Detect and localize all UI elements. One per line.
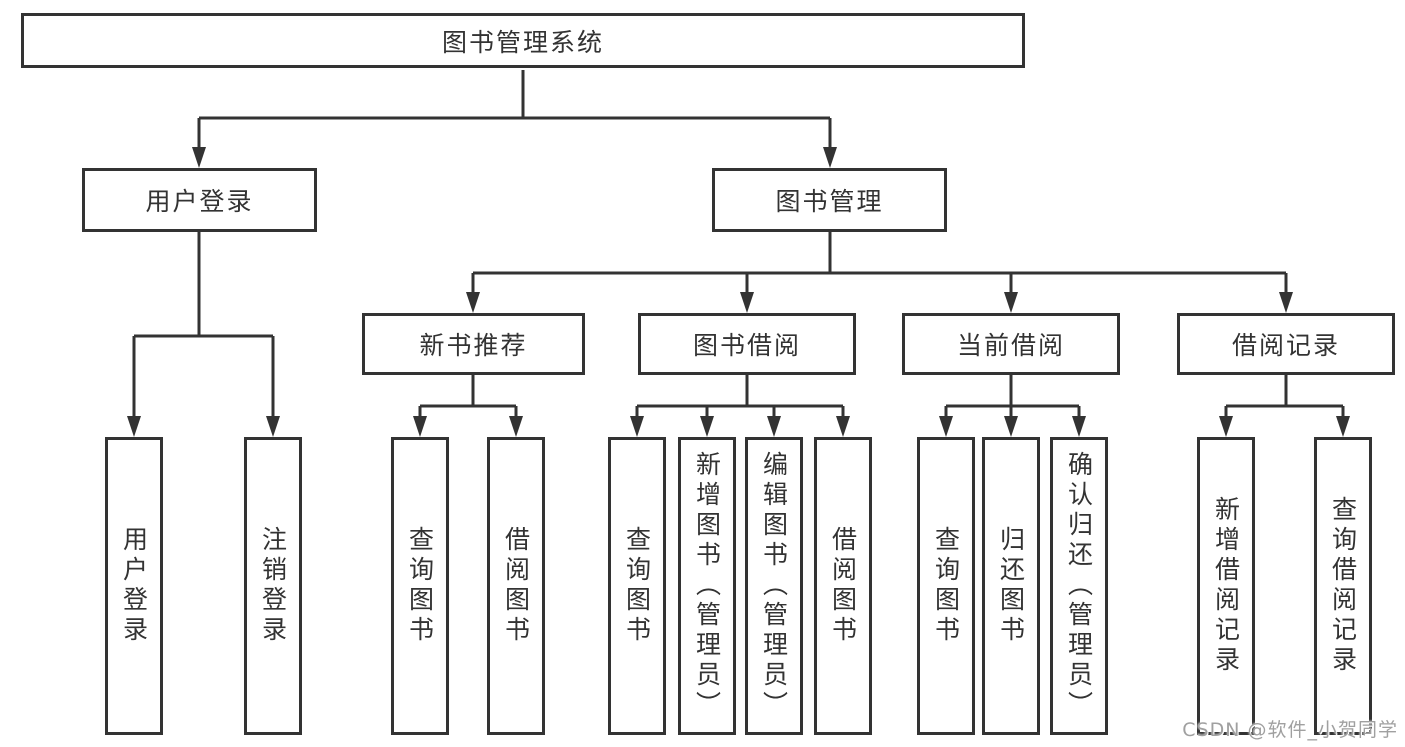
connector-borrow-to-leaves — [635, 375, 845, 419]
node-library-management-system: 图书管理系统 — [21, 13, 1025, 68]
leaf-return-books: 归还图书 — [982, 437, 1040, 735]
node-label: 注销登录 — [258, 526, 288, 646]
leaf-borrow-books-recommend: 借阅图书 — [487, 437, 545, 735]
arrowheads-current-leaves — [939, 416, 1086, 437]
node-label: 当前借阅 — [956, 331, 1065, 360]
node-label: 新书推荐 — [419, 331, 528, 360]
node-book-borrowing: 图书借阅 — [638, 313, 856, 375]
leaf-user-login: 用户登录 — [105, 437, 163, 735]
connector-login-to-leaves — [132, 232, 275, 419]
node-user-login: 用户登录 — [82, 168, 317, 232]
leaf-add-borrow-record: 新增借阅记录 — [1197, 437, 1255, 735]
leaf-borrow-books-borrowing: 借阅图书 — [814, 437, 872, 735]
leaf-query-books-borrowing: 查询图书 — [608, 437, 666, 735]
leaf-edit-books-admin: 编辑图书（管理员） — [745, 437, 803, 735]
connector-current-to-leaves — [944, 375, 1081, 419]
leaf-add-books-admin: 新增图书（管理员） — [678, 437, 736, 735]
node-label: 图书管理系统 — [441, 27, 604, 57]
node-borrowing-records: 借阅记录 — [1177, 313, 1395, 375]
connector-root-to-level2 — [197, 70, 832, 150]
node-label: 借阅记录 — [1231, 331, 1340, 360]
node-label: 编辑图书（管理员） — [759, 451, 789, 721]
connector-recommend-to-leaves — [418, 375, 518, 419]
node-book-management: 图书管理 — [712, 168, 947, 232]
node-label: 图书管理 — [775, 187, 884, 216]
connector-mgmt-to-level3 — [471, 232, 1288, 294]
node-label: 查询借阅记录 — [1328, 496, 1358, 676]
arrowheads-login-leaves — [127, 416, 280, 437]
node-label: 用户登录 — [145, 187, 254, 216]
leaf-query-books-current: 查询图书 — [917, 437, 975, 735]
leaf-logout: 注销登录 — [244, 437, 302, 735]
node-label: 图书借阅 — [692, 331, 801, 360]
node-label: 确认归还（管理员） — [1064, 451, 1094, 721]
node-label: 新增图书（管理员） — [692, 451, 722, 721]
arrowheads-record-leaves — [1219, 416, 1350, 437]
leaf-confirm-return-admin: 确认归还（管理员） — [1050, 437, 1108, 735]
node-current-borrowing: 当前借阅 — [902, 313, 1120, 375]
csdn-watermark: CSDN @软件_小贺同学 — [1182, 719, 1398, 741]
arrowheads-level2 — [192, 147, 837, 168]
node-label: 归还图书 — [996, 526, 1026, 646]
node-label: 查询图书 — [405, 526, 435, 646]
arrowheads-borrow-leaves — [630, 416, 850, 437]
node-label: 新增借阅记录 — [1211, 496, 1241, 676]
node-new-book-recommendation: 新书推荐 — [362, 313, 585, 375]
leaf-query-borrow-record: 查询借阅记录 — [1314, 437, 1372, 735]
node-label: 借阅图书 — [501, 526, 531, 646]
arrowheads-recommend-leaves — [413, 416, 523, 437]
leaf-query-books-recommend: 查询图书 — [391, 437, 449, 735]
node-label: 借阅图书 — [828, 526, 858, 646]
node-label: 用户登录 — [119, 526, 149, 646]
node-label: 查询图书 — [931, 526, 961, 646]
connector-record-to-leaves — [1224, 375, 1345, 419]
arrowheads-level3 — [466, 292, 1293, 313]
node-label: 查询图书 — [622, 526, 652, 646]
